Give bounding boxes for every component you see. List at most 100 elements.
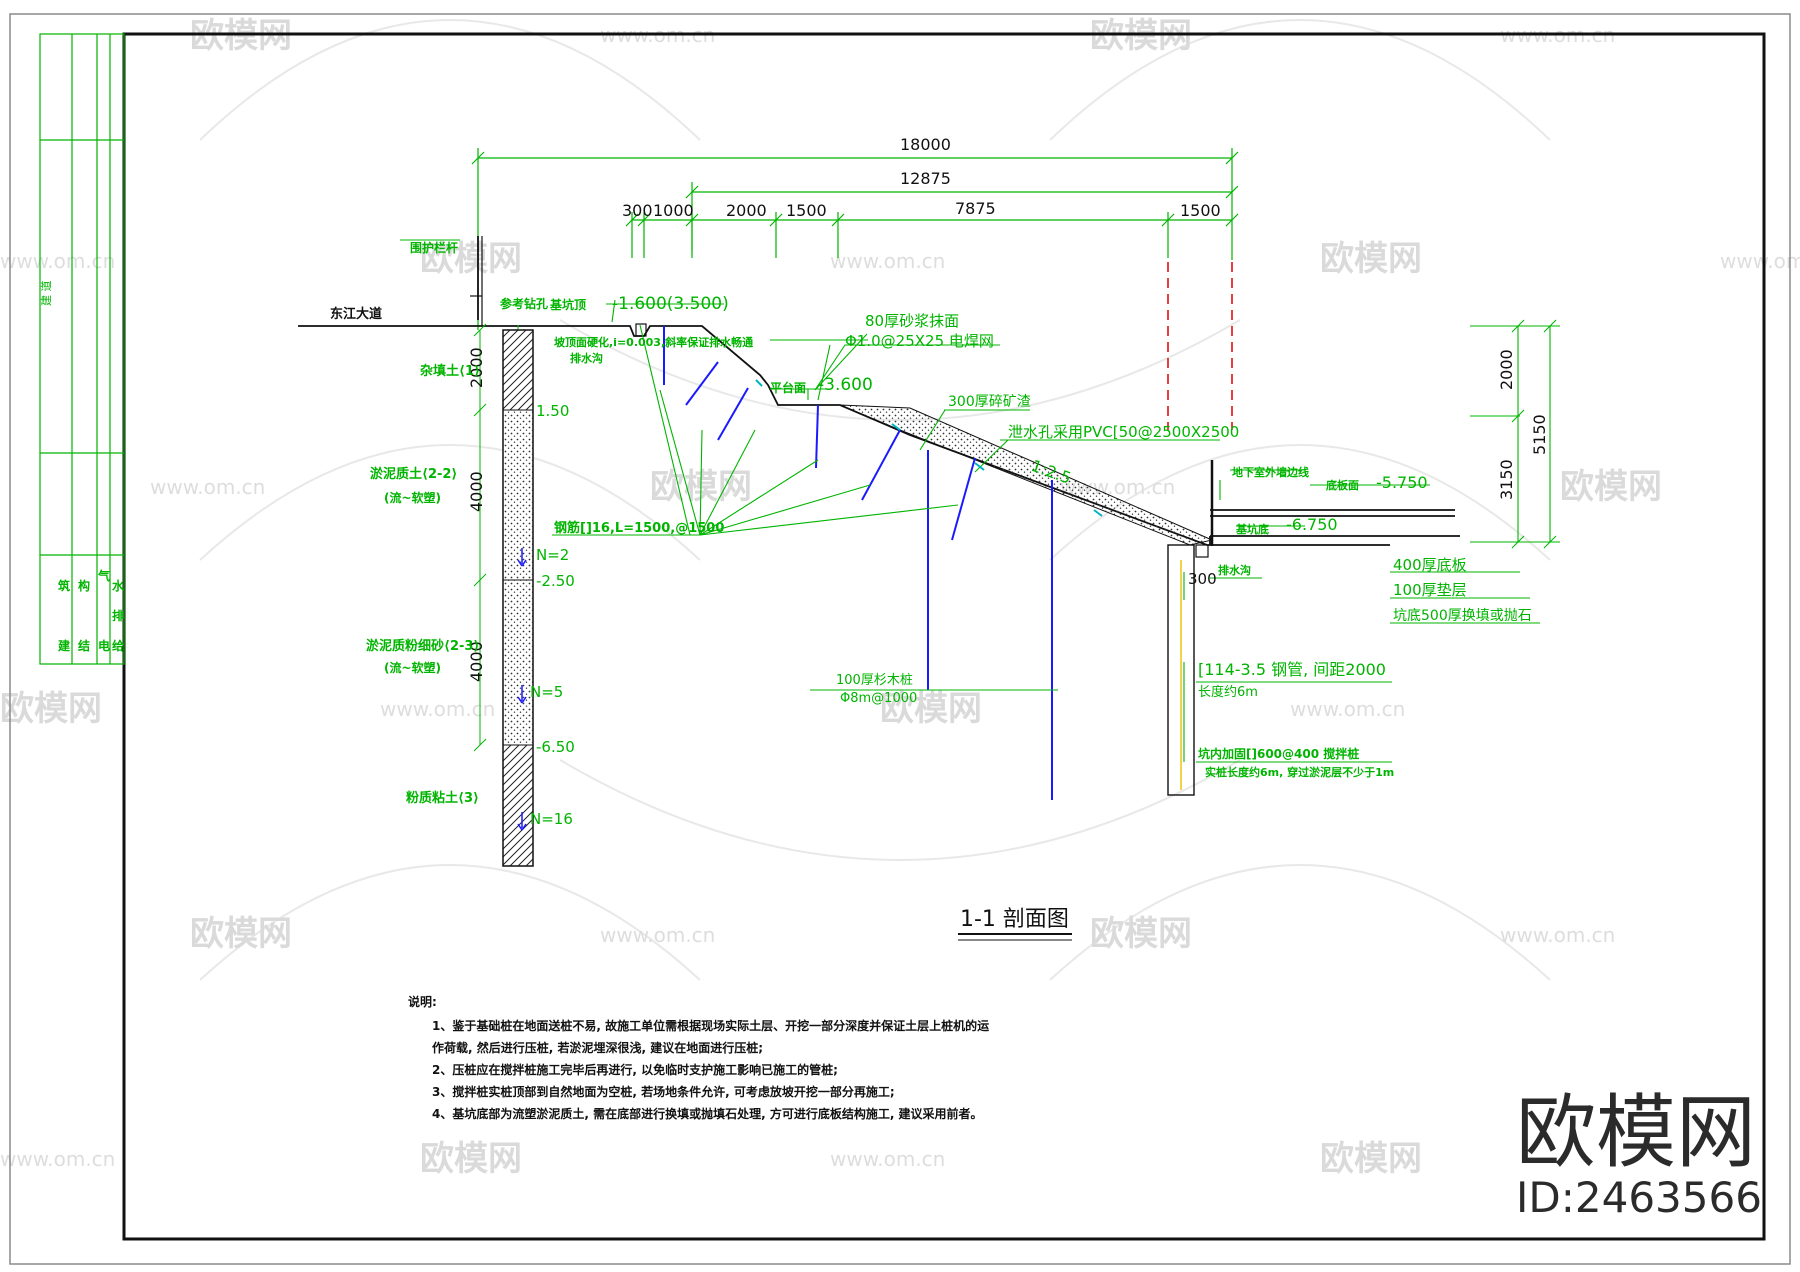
dim-toe-300: 300: [1188, 570, 1217, 588]
discipline-label: 电: [98, 638, 110, 653]
red-boundary-lines: [1167, 262, 1233, 430]
gravel-layer: [839, 404, 1214, 546]
dim-right-3150: 3150: [1497, 459, 1516, 500]
watermark-url: www.om.cn: [1500, 923, 1615, 947]
watermark-brand: 欧模网: [190, 16, 292, 56]
level-minus-6-50: -6.50: [536, 738, 575, 756]
watermark-url: www.om.cn: [600, 923, 715, 947]
pit-bottom-elevation: -6.750: [1286, 515, 1338, 534]
watermark-brand: 欧模网: [420, 1139, 522, 1179]
slab-layer-3: 坑底500厚换填或抛石: [1393, 607, 1532, 624]
watermark-brand: 欧模网: [1320, 1139, 1422, 1179]
watermark-brand: 欧模网: [1090, 16, 1192, 56]
toe-ditch: [1195, 544, 1209, 558]
platform-elevation: -3.600: [818, 375, 873, 395]
pit-top-elevation: -1.600(3.500): [612, 294, 729, 314]
slab-layer-1: 400厚底板: [1393, 556, 1467, 574]
mesh-label: Φ1.0@25X25 电焊网: [845, 332, 994, 350]
title-block: [39, 33, 125, 665]
borehole-title: 参考钻孔: [500, 296, 548, 311]
layer-clay-3: 粉质粘土⟨3⟩: [406, 790, 479, 806]
soil-nails: [663, 326, 1053, 800]
inner-reinforce-label: 坑内加固[]600@400 搅拌桩: [1198, 746, 1359, 761]
dim-1500: 1500: [1180, 201, 1221, 220]
discipline-label: 给: [112, 638, 124, 653]
n-value-2: N=2: [536, 546, 569, 564]
notes-block: 说明: 1、鉴于基础桩在地面送桩不易, 故施工单位需根据现场实际土层、开挖一部分…: [408, 994, 989, 1121]
watermark-brand: 欧模网: [420, 239, 522, 279]
slope-top-drain-note: 坡顶面硬化,i=0.003,斜率保证排水畅通: [554, 335, 753, 349]
watermark-brand: 欧模网: [0, 689, 102, 729]
notes-heading: 说明:: [408, 994, 437, 1009]
watermark-url: www.om.cn: [1720, 249, 1800, 273]
layer-silty-sand-2-3-state: (流~软塑): [384, 660, 441, 675]
watermark-url: www.om.cn: [1290, 697, 1405, 721]
outer-frame: [9, 13, 1791, 1265]
top-dimension-texts: 18000 12875 300 1000 2000 1500 7875 1500: [622, 135, 1221, 220]
platform-label: 平台面: [770, 380, 806, 395]
dim-right-2000: 2000: [1497, 349, 1516, 390]
slab-layer-2: 100厚垫层: [1393, 581, 1467, 599]
ditch-top-label: 排水沟: [570, 351, 603, 365]
watermark-brand: 欧模网: [1560, 467, 1662, 507]
top-ditch: [635, 323, 647, 337]
discipline-label: 构: [78, 578, 90, 593]
dim-2000: 2000: [726, 201, 767, 220]
pit-bottom-label: 基坑底: [1235, 522, 1269, 536]
drain-hole-label: 泄水孔采用PVC[50@2500X2500: [1008, 423, 1239, 441]
toe-ditch-label: 排水沟: [1218, 563, 1251, 577]
notes-item: 2、压桩应在搅拌桩施工完毕后再进行, 以免临时支护施工影响已施工的管桩;: [432, 1062, 838, 1077]
notes-item: 作荷载, 然后进行压桩, 若淤泥埋深很浅, 建议在地面进行压桩;: [432, 1040, 763, 1055]
level-1-50: 1.50: [536, 402, 569, 420]
discipline-label: 水: [112, 578, 125, 593]
watermark-brand: 欧模网: [1090, 914, 1192, 954]
annotation-labels: 东江大道 围护栏杆 参考钻孔 基坑顶 -1.600(3.500) 坡顶面硬化,i…: [330, 240, 1532, 779]
discipline-label: 结: [78, 638, 90, 653]
dim-1000: 1000: [653, 201, 694, 220]
wall-line-label: 地下室外墙边线: [1232, 465, 1309, 479]
road-label: 东江大道: [330, 306, 382, 322]
layer-silt-2-2-state: (流~软塑): [384, 490, 441, 505]
soil-layer-labels: 杂填土⟨1⟩ 淤泥质土⟨2-2⟩ (流~软塑) 淤泥质粉细砂⟨2-3⟩ (流~软…: [366, 363, 480, 806]
slab-top-label: 底板面: [1326, 478, 1359, 492]
pit-top-label: 基坑顶: [549, 297, 586, 312]
dim-300: 300: [622, 201, 653, 220]
notes-item: 4、基坑底部为流塑淤泥质土, 需在底部进行换填或抛填石处理, 方可进行底板结构施…: [432, 1106, 983, 1121]
discipline-label: 建: [57, 638, 71, 653]
dim-left-4000: 4000: [467, 641, 486, 682]
n-value-5: N=5: [530, 683, 563, 701]
watermark-url: www.om.cn: [0, 249, 115, 273]
brand-id: ID:2463566: [1516, 1173, 1762, 1222]
watermark-brand: 欧模网: [1320, 239, 1422, 279]
dim-7875: 7875: [955, 199, 996, 218]
layer-silty-sand-2-3: 淤泥质粉细砂⟨2-3⟩: [366, 638, 479, 654]
watermark-layer: 欧模网 欧模网 欧模网 欧模网 欧模网 欧模网 欧模网 欧模网 欧模网 欧模网 …: [0, 16, 1800, 1179]
dim-12875: 12875: [900, 169, 951, 188]
watermark-url: www.om.cn: [830, 1147, 945, 1171]
watermark-url: www.om.cn: [150, 475, 265, 499]
notes-item: 3、搅拌桩实桩顶部到自然地面为空桩, 若场地条件允许, 可考虑放坡开挖一部分再施…: [432, 1084, 895, 1099]
title-block-disciplines: 筑 构 气 水 建 结 电 给 排: [57, 568, 125, 653]
layer-fill: 杂填土⟨1⟩: [420, 363, 480, 379]
title-block-text: 建 道: [39, 281, 53, 307]
dim-18000: 18000: [900, 135, 951, 154]
borehole-n-arrows: [517, 548, 527, 831]
brand-logo: 欧模网: [1516, 1086, 1756, 1179]
discipline-label: 排: [112, 608, 124, 623]
borehole-column: [473, 323, 534, 867]
dim-left-4000: 4000: [467, 471, 486, 512]
notes-item: 1、鉴于基础桩在地面送桩不易, 故施工单位需根据现场实际土层、开挖一部分深度并保…: [432, 1018, 989, 1033]
section-title: 1-1 剖面图: [960, 907, 1069, 932]
top-dimensions: [471, 148, 1239, 330]
discipline-label: 气: [97, 568, 110, 583]
watermark-brand: 欧模网: [190, 914, 292, 954]
layer-silt-2-2: 淤泥质土⟨2-2⟩: [370, 466, 457, 482]
railing-label: 围护栏杆: [410, 240, 458, 255]
steel-pipe-pile: [1167, 544, 1195, 796]
borehole-values: 1.50 -2.50 -6.50 N=2 N=5 N=16: [530, 402, 575, 828]
dim-1500: 1500: [786, 201, 827, 220]
watermark-url: www.om.cn: [0, 1147, 115, 1171]
steel-pipe-length: 长度约6m: [1198, 684, 1258, 700]
leader-ticks: [755, 379, 1103, 517]
